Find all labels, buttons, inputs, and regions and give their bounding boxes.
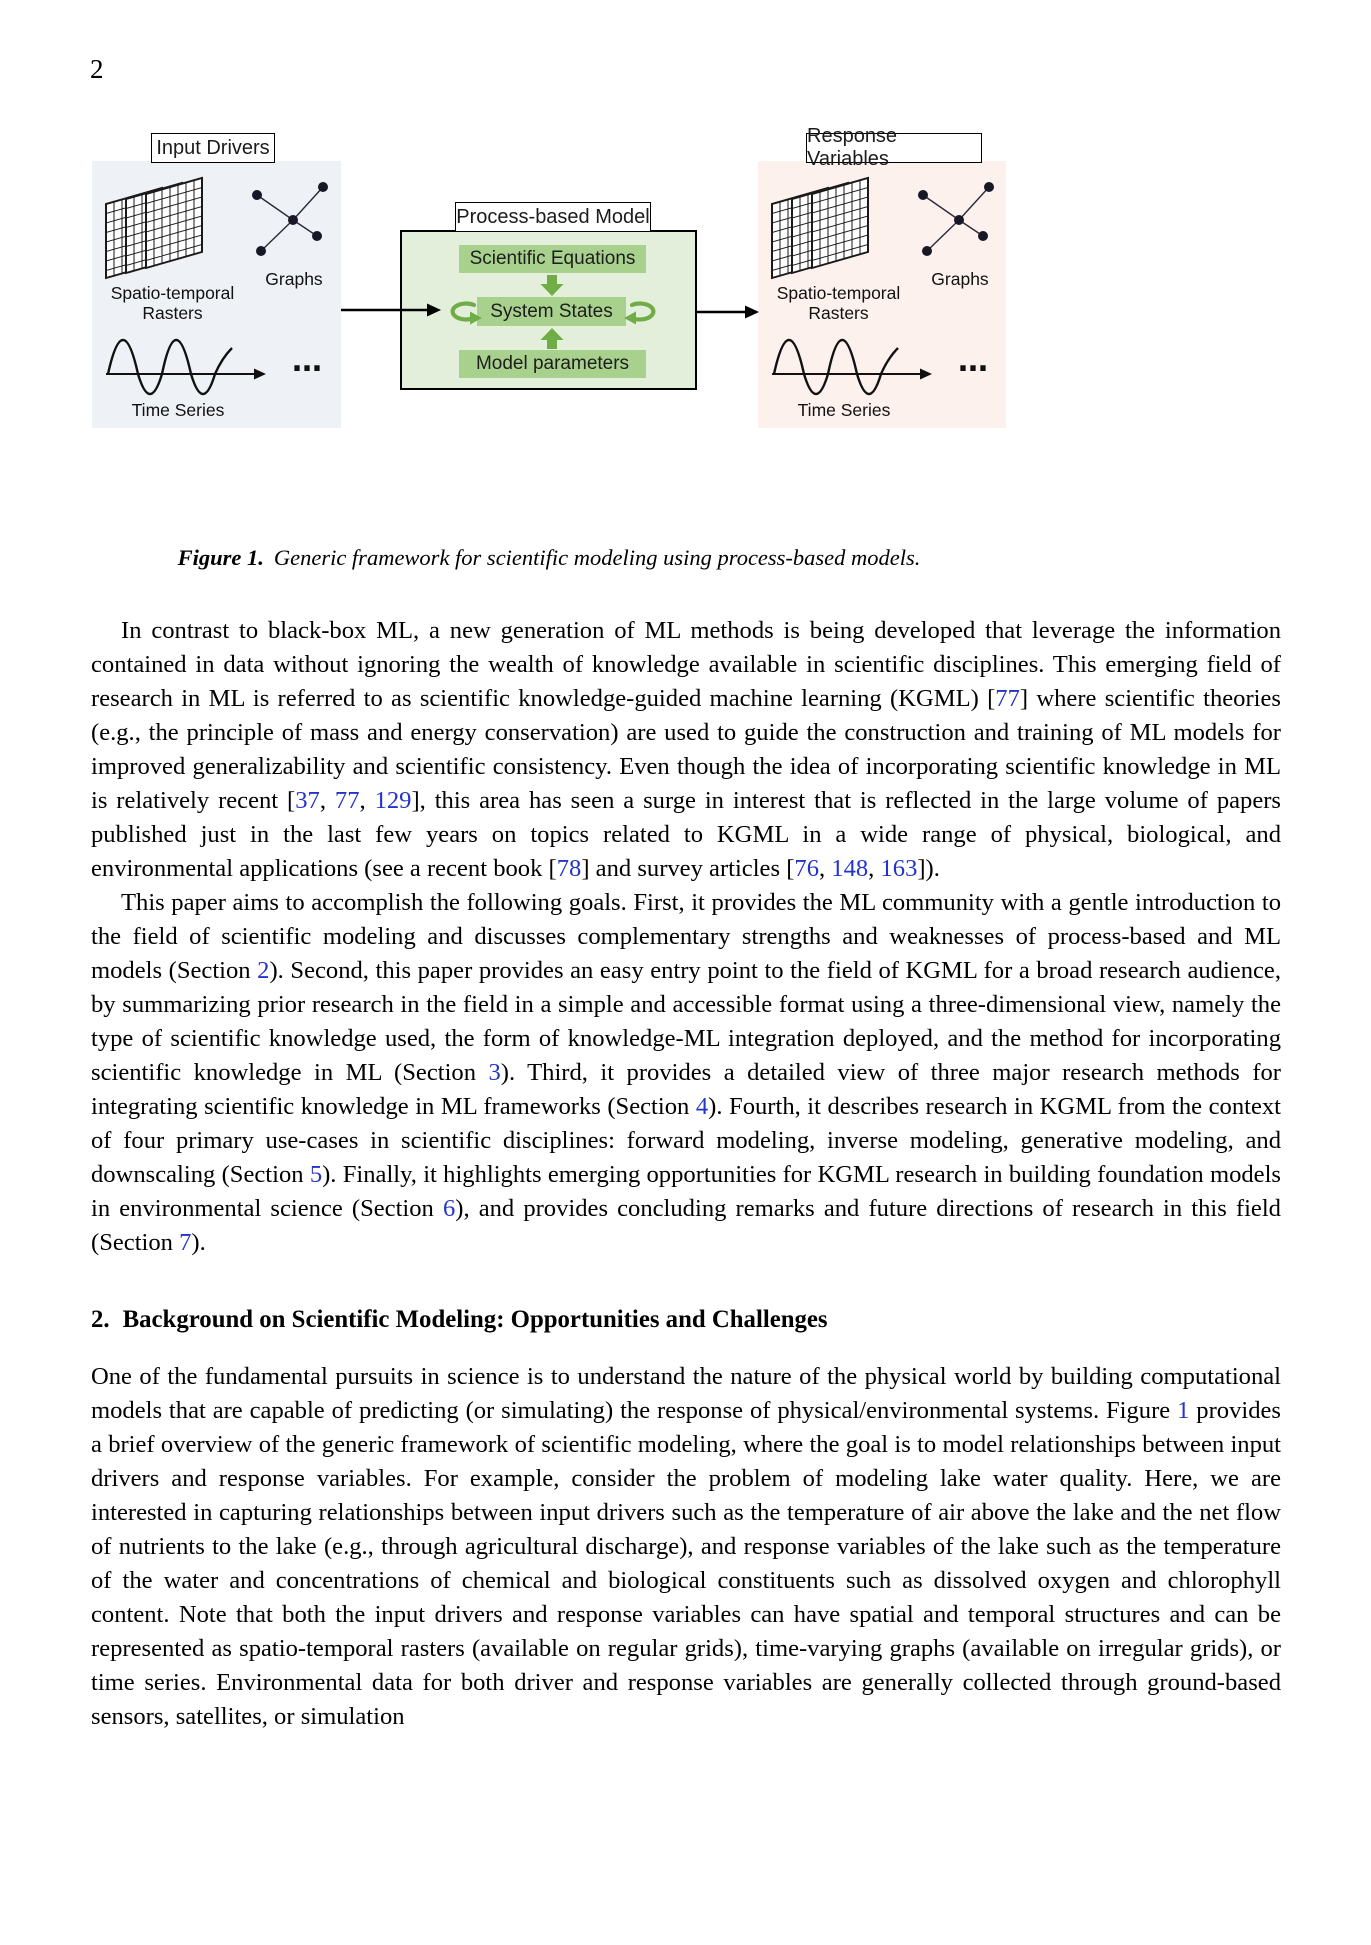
- raster-stack-icon: [770, 170, 900, 282]
- reference-link[interactable]: 77: [995, 685, 1020, 712]
- body-text-segment: One of the fundamental pursuits in scien…: [91, 1363, 1281, 1424]
- body-text-segment: ] and survey articles [: [581, 855, 795, 882]
- reference-link[interactable]: 148: [831, 855, 869, 882]
- reference-link[interactable]: 129: [374, 787, 412, 814]
- body-text-segment: ). Finally, it highlights emerging oppor…: [91, 1161, 1281, 1222]
- body-text-segment: provides a brief overview of the generic…: [91, 1397, 1281, 1730]
- paragraph: In contrast to black-box ML, a new gener…: [91, 614, 1281, 886]
- time-series-icon: [104, 338, 268, 396]
- body-text-segment: ). Third, it provides a detailed view of…: [91, 1059, 1281, 1120]
- system-states-box: System States: [477, 297, 626, 326]
- body-text: In contrast to black-box ML, a new gener…: [91, 614, 1281, 1734]
- scientific-equations-box: Scientific Equations: [459, 245, 646, 273]
- body-text-segment: ,: [319, 787, 335, 814]
- body-text-segment: ], this area has seen a surge in interes…: [91, 787, 1282, 882]
- flow-arrow-in-icon: [341, 303, 441, 317]
- rasters-label: Spatio-temporal Rasters: [776, 283, 901, 323]
- body-text-segment: This paper aims to accomplish the follow…: [91, 889, 1281, 984]
- raster-stack-icon: [104, 170, 234, 282]
- reference-link[interactable]: 37: [295, 787, 320, 814]
- body-text-segment: ), and provides concluding remarks and f…: [91, 1195, 1281, 1256]
- down-arrow-icon: [540, 275, 564, 296]
- graph-network-icon: [251, 181, 329, 257]
- page-number: 2: [90, 54, 104, 84]
- time-series-label: Time Series: [131, 400, 225, 420]
- response-variables-title: Response Variables: [806, 125, 982, 170]
- reference-link[interactable]: 4: [695, 1093, 709, 1120]
- reference-link[interactable]: 163: [880, 855, 918, 882]
- figure-caption: Figure 1. Generic framework for scientifi…: [92, 545, 1006, 571]
- body-text-segment: ). Second, this paper provides an easy e…: [91, 957, 1281, 1086]
- body-text-segment: ]).: [917, 855, 940, 882]
- flow-arrow-out-icon: [697, 305, 759, 319]
- scientific-equations-label: Scientific Equations: [469, 248, 636, 269]
- graph-network-icon: [917, 181, 995, 257]
- model-parameters-box: Model parameters: [459, 350, 646, 378]
- reference-link[interactable]: 7: [179, 1229, 192, 1256]
- body-text-segment: ,: [359, 787, 375, 814]
- body-text-segment: ] where scientific theories (e.g., the p…: [91, 685, 1281, 814]
- time-series-icon: [770, 338, 934, 396]
- body-text-segment: ). Fourth, it describes research in KGML…: [91, 1093, 1281, 1188]
- reference-link[interactable]: 3: [488, 1059, 501, 1086]
- body-text-segment: ).: [191, 1229, 206, 1256]
- response-variables-title-label: Response Variables: [807, 125, 898, 170]
- reference-link[interactable]: 78: [556, 855, 582, 882]
- paragraph: This paper aims to accomplish the follow…: [91, 886, 1281, 1260]
- rasters-label: Spatio-temporal Rasters: [110, 283, 235, 323]
- reference-link[interactable]: 77: [334, 787, 360, 814]
- reference-link[interactable]: 6: [442, 1195, 456, 1222]
- time-series-label: Time Series: [797, 400, 891, 420]
- body-text-segment: ,: [868, 855, 881, 882]
- input-drivers-title: Input Drivers: [151, 133, 275, 163]
- section-number: 2.: [91, 1306, 110, 1333]
- paragraph: One of the fundamental pursuits in scien…: [91, 1360, 1281, 1734]
- reference-link[interactable]: 1: [1177, 1397, 1190, 1424]
- section-heading: 2. Background on Scientific Modeling: Opp…: [91, 1306, 1281, 1334]
- model-parameters-label: Model parameters: [475, 353, 630, 374]
- section-title: Background on Scientific Modeling: Oppor…: [122, 1306, 828, 1333]
- figure-caption-text: Generic framework for scientific modelin…: [273, 545, 921, 570]
- loop-arrow-right-icon: [623, 300, 661, 326]
- input-drivers-title-label: Input Drivers: [156, 136, 270, 159]
- ellipsis: …: [292, 344, 325, 379]
- system-states-label: System States: [490, 300, 613, 322]
- figure-caption-label: Figure 1.: [177, 545, 264, 570]
- up-arrow-icon: [540, 328, 564, 349]
- body-text-segment: In contrast to black-box ML, a new gener…: [91, 617, 1281, 712]
- process-model-title-label: Process-based Model: [456, 205, 650, 228]
- reference-link[interactable]: 76: [794, 855, 819, 882]
- reference-link[interactable]: 2: [257, 957, 270, 984]
- ellipsis: …: [958, 344, 991, 379]
- loop-arrow-left-icon: [445, 300, 483, 326]
- body-text-segment: ,: [818, 855, 832, 882]
- reference-link[interactable]: 5: [309, 1161, 323, 1188]
- process-model-title: Process-based Model: [455, 202, 651, 232]
- graphs-label: Graphs: [931, 269, 989, 289]
- graphs-label: Graphs: [265, 269, 323, 289]
